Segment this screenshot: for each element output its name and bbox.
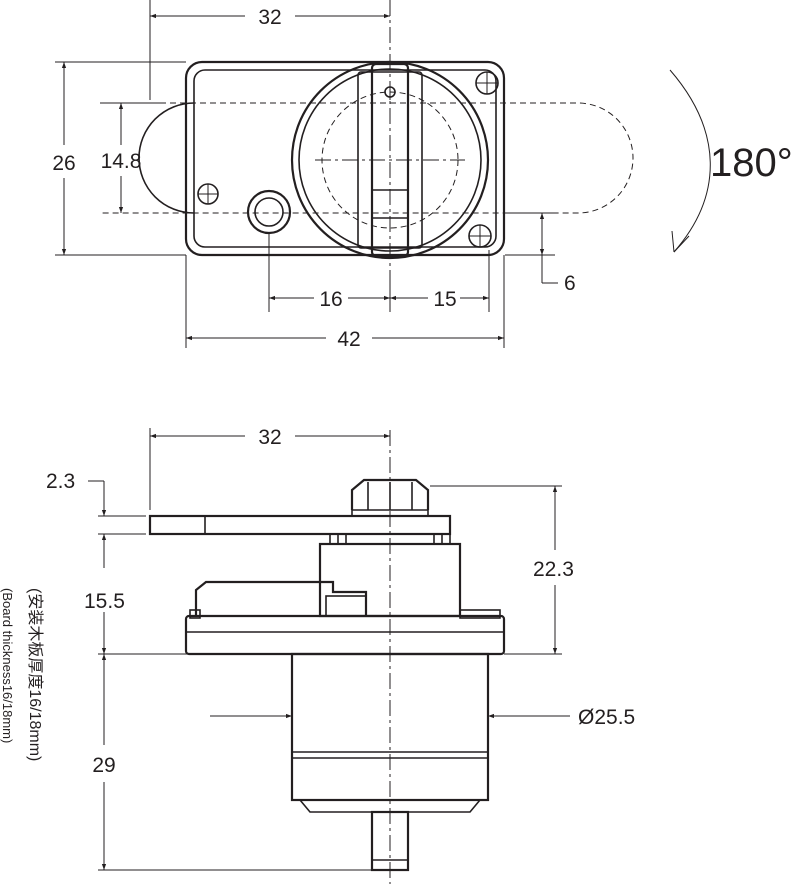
top-view: 32 26 14.8 180° 6 16 15: [52, 0, 793, 351]
screw-hole-bottom-right: [468, 224, 492, 248]
dim-diameter-label: Ø25.5: [578, 706, 635, 729]
side-dim-32-label: 32: [258, 426, 281, 449]
side-view: 32 2.3 15.5 29 22.3 Ø25.5 (安装木板厚度16/18mm…: [0, 426, 635, 884]
mounting-flange: [184, 609, 506, 656]
lock-body-inner-outline: [193, 69, 497, 248]
dim-16-label: 16: [319, 288, 342, 311]
dim-15-label: 15: [433, 288, 456, 311]
lock-body-outline: [184, 60, 506, 257]
dim-2-3-label: 2.3: [46, 470, 75, 493]
dim-22-3-label: 22.3: [533, 558, 574, 581]
housing-block: [194, 580, 368, 616]
dim-26-label: 26: [52, 152, 75, 175]
cam-dashed-outline: [100, 102, 634, 214]
screw-hole-top-right: [475, 71, 499, 95]
key-pin: [246, 189, 292, 235]
dim-14-8-label: 14.8: [101, 150, 142, 173]
board-note-en: (Board thickness16/18mm): [0, 588, 15, 743]
cam-plate: [148, 514, 452, 536]
dim-32-label: 32: [258, 6, 281, 29]
dim-6-label: 6: [564, 272, 576, 295]
rotation-arrow: [669, 69, 711, 253]
screw-hole-left: [197, 183, 219, 205]
rotation-label: 180°: [710, 141, 793, 185]
board-note-cn: (安装木板厚度16/18mm): [26, 588, 44, 761]
dim-42-label: 42: [337, 328, 360, 351]
dim-15-5-label: 15.5: [84, 590, 125, 613]
dim-29-label: 29: [92, 754, 115, 777]
cam-left-arc: [138, 102, 195, 214]
